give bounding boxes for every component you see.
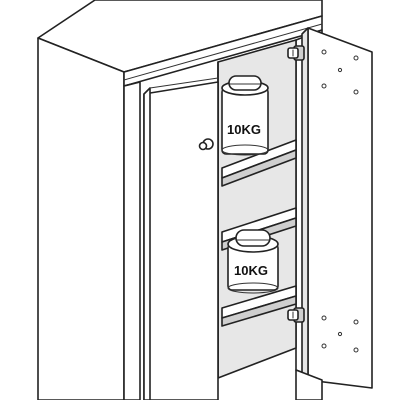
cabinet-plinth: [295, 369, 323, 400]
left-door-edge: [143, 87, 151, 400]
right-door: [287, 27, 373, 389]
screws-lower: [321, 315, 359, 353]
hinge-top: [287, 45, 305, 61]
weight-upper-label: 10KG: [227, 122, 261, 137]
cabinet-left-stile: [123, 81, 141, 400]
weight-lower-label: 10KG: [234, 263, 268, 278]
left-door: [143, 77, 219, 400]
hinge-bottom: [287, 307, 305, 323]
weight-upper: 10KG: [221, 75, 269, 156]
weight-lower: 10KG: [227, 229, 279, 294]
cabinet-left-side: [37, 37, 125, 400]
left-door-panel: [143, 81, 219, 400]
cabinet-interior: [217, 39, 297, 379]
screws-upper: [321, 49, 359, 95]
right-door-panel: [307, 27, 373, 389]
